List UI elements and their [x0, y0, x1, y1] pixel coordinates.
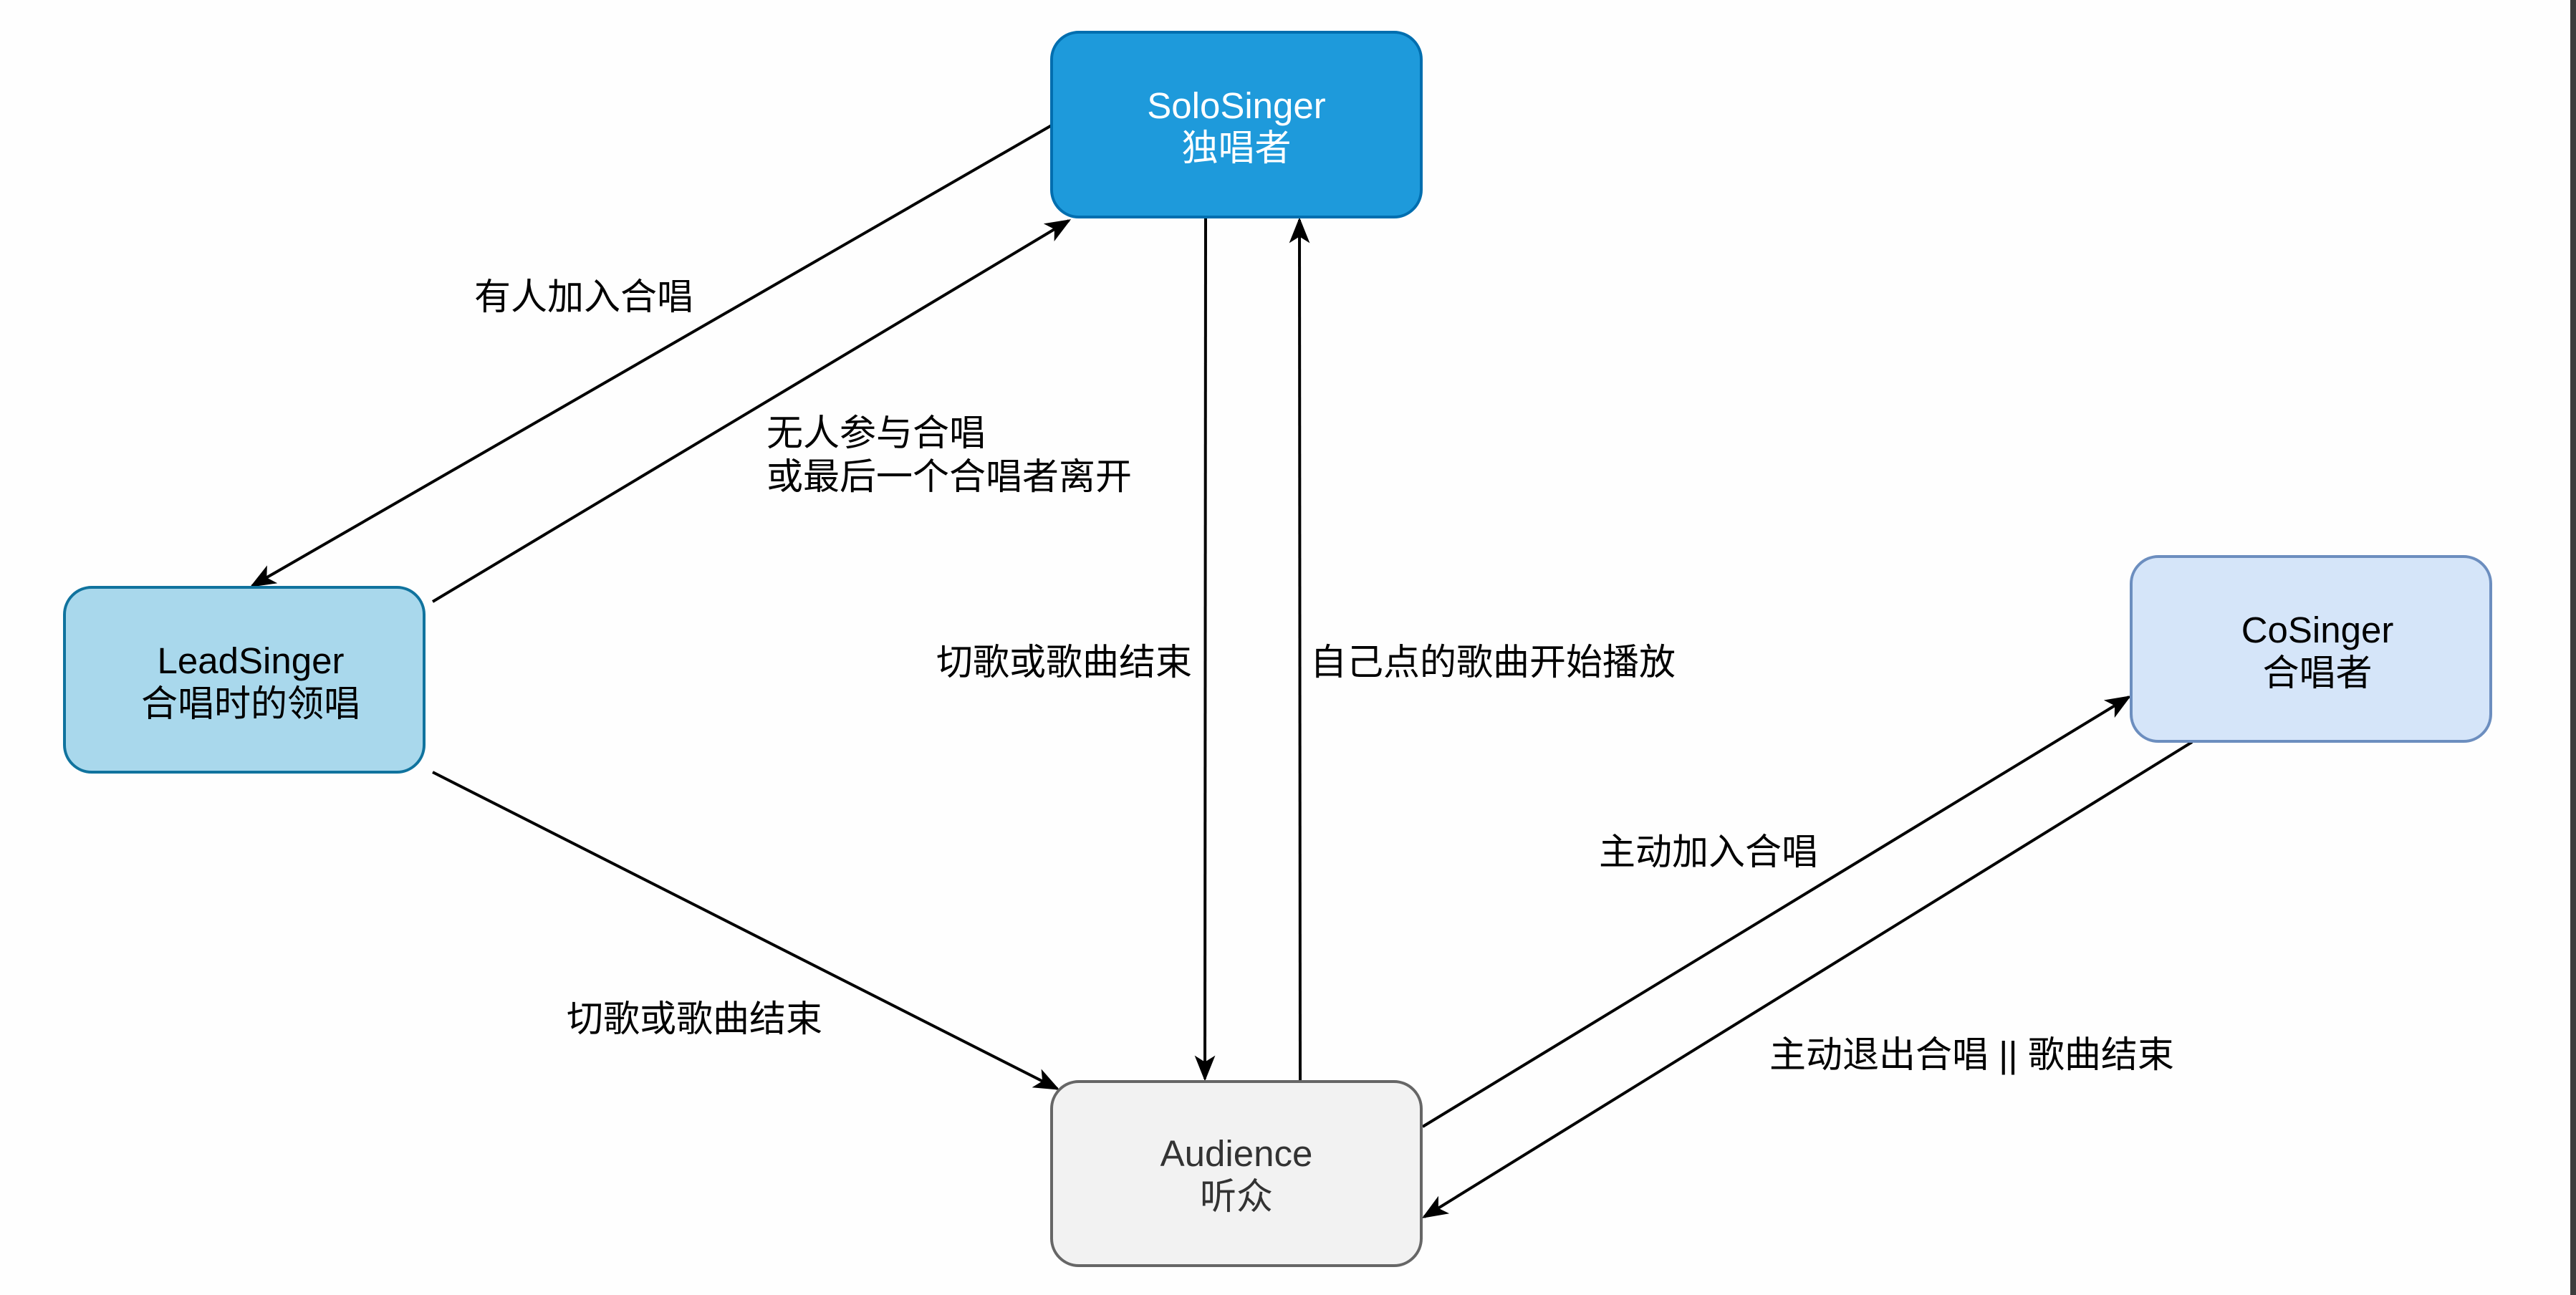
node-audience[interactable]: Audience 听众 [1050, 1080, 1423, 1267]
node-cosinger-name: CoSinger [2241, 610, 2394, 650]
edge-label-co-to-audience: 主动退出合唱 || 歌曲结束 [1769, 1034, 2174, 1075]
edge-label-audience-to-co: 主动加入合唱 [1599, 832, 1818, 872]
edge-co-to-audience[interactable] [1421, 741, 2193, 1218]
edge-label-solo-to-lead: 有人加入合唱 [474, 276, 693, 317]
edge-lead-to-audience[interactable] [432, 771, 1060, 1090]
edge-audience-to-solo[interactable] [1289, 217, 1310, 1082]
edge-label-lead-to-solo-line2: 或最后一个合唱者离开 [766, 456, 1132, 497]
node-solosinger[interactable]: SoloSinger 独唱者 [1050, 31, 1423, 218]
node-solosinger-box[interactable] [1050, 31, 1423, 218]
node-leadsinger-box[interactable] [63, 586, 426, 774]
node-audience-name: Audience [1160, 1133, 1313, 1174]
window-edge-strip [2570, 0, 2576, 1295]
edge-label-solo-to-audience: 切歌或歌曲结束 [936, 642, 1192, 683]
edge-labels: 有人加入合唱 无人参与合唱 或最后一个合唱者离开 切歌或歌曲结束 自己点的歌曲开… [474, 276, 2174, 1075]
node-cosinger-box[interactable] [2130, 555, 2492, 743]
edge-solo-to-lead[interactable] [249, 124, 1052, 587]
edge-label-audience-to-solo: 自己点的歌曲开始播放 [1310, 642, 1676, 683]
node-solosinger-name: SoloSinger [1147, 85, 1326, 126]
edge-lead-to-solo[interactable] [431, 219, 1072, 603]
edge-solo-to-audience[interactable] [1194, 218, 1216, 1082]
node-audience-subtitle: 听众 [1200, 1176, 1273, 1217]
node-leadsinger[interactable]: LeadSinger 合唱时的领唱 [63, 586, 426, 774]
edge-label-lead-to-solo-line1: 无人参与合唱 [766, 413, 986, 453]
node-audience-box[interactable] [1050, 1080, 1423, 1267]
node-leadsinger-subtitle: 合唱时的领唱 [141, 683, 360, 724]
edge-audience-to-co[interactable] [1421, 695, 2132, 1128]
node-cosinger-subtitle: 合唱者 [2262, 653, 2372, 693]
node-leadsinger-name: LeadSinger [158, 640, 345, 681]
edges [249, 124, 2193, 1218]
edge-label-lead-to-audience: 切歌或歌曲结束 [567, 998, 822, 1039]
node-solosinger-subtitle: 独唱者 [1181, 127, 1291, 168]
node-cosinger[interactable]: CoSinger 合唱者 [2130, 555, 2492, 743]
